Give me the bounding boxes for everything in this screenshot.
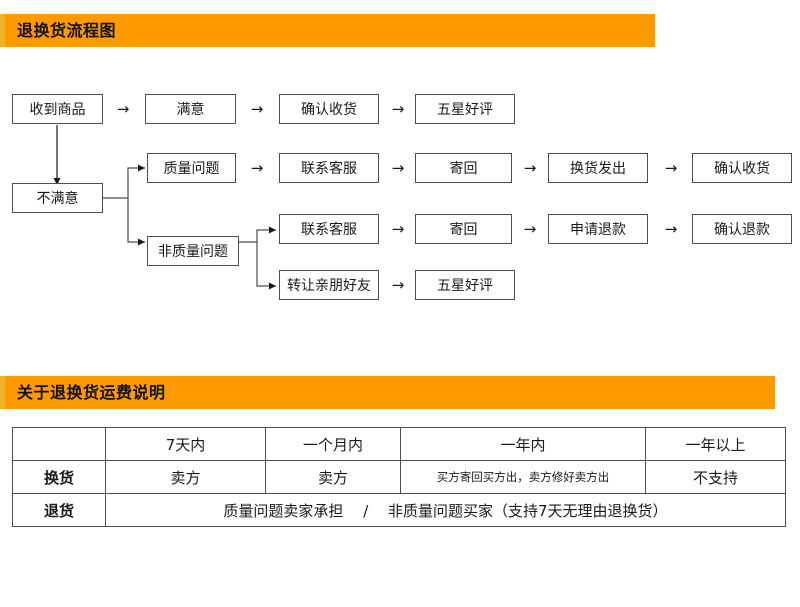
node-apply-refund-label: 申请退款 [570, 222, 626, 238]
node-confirm-receipt-1: 确认收货 [279, 94, 379, 124]
node-five-star-1-label: 五星好评 [437, 102, 493, 118]
node-apply-refund: 申请退款 [548, 214, 648, 244]
table-row-header: 7天内 一个月内 一年内 一年以上 [12, 427, 786, 461]
arrow-sendback-2-to-refund: → [523, 220, 537, 238]
node-satisfied-label: 满意 [176, 102, 205, 118]
cell-exchange-over1year: 不支持 [645, 460, 786, 494]
arrow-service-2-to-sendback-2: → [391, 220, 405, 238]
table-rowhead-exchange: 换货 [12, 460, 106, 494]
node-satisfied: 满意 [145, 94, 236, 124]
node-exchange-sent: 换货发出 [548, 153, 648, 183]
arrow-satisfied-to-confirm: → [250, 100, 264, 118]
node-contact-service-2: 联系客服 [279, 214, 379, 244]
cell-exchange-7days: 卖方 [105, 460, 266, 494]
node-five-star-2-label: 五星好评 [437, 278, 493, 294]
node-received: 收到商品 [12, 94, 103, 124]
node-quality-issue-label: 质量问题 [163, 161, 220, 177]
node-exchange-sent-label: 换货发出 [570, 161, 626, 177]
node-send-back-1: 寄回 [415, 153, 512, 183]
node-send-back-1-label: 寄回 [449, 161, 478, 177]
node-confirm-receipt-2-label: 确认收货 [714, 161, 770, 177]
table-row-exchange: 换货 卖方 卖方 买方寄回买方出，卖方修好卖方出 不支持 [12, 460, 786, 494]
node-confirm-receipt-1-label: 确认收货 [301, 102, 357, 118]
table-corner-cell [12, 427, 106, 461]
table-col-header-over1year: 一年以上 [645, 427, 786, 461]
node-confirm-receipt-2: 确认收货 [692, 153, 792, 183]
node-unsatisfied-label: 不满意 [36, 191, 79, 207]
arrow-exchange-to-confirm-2: → [664, 159, 678, 177]
arrow-confirm-to-five-star: → [391, 100, 405, 118]
table-col-header-1year: 一年内 [400, 427, 646, 461]
node-contact-service-2-label: 联系客服 [301, 222, 357, 238]
arrow-transfer-to-five-star-2: → [391, 276, 405, 294]
cell-exchange-1year: 买方寄回买方出，卖方修好卖方出 [400, 460, 646, 494]
arrow-service-to-sendback-1: → [391, 159, 405, 177]
cell-exchange-1month: 卖方 [265, 460, 401, 494]
flowchart-section-banner: 退换货流程图 [0, 14, 655, 47]
arrow-received-to-satisfied: → [116, 100, 130, 118]
table-row-return: 退货 质量问题卖家承担 / 非质量问题买家（支持7天无理由退换货） [12, 493, 786, 527]
arrow-refund-to-confirm-refund: → [664, 220, 678, 238]
node-transfer-friend: 转让亲朋好友 [279, 270, 379, 300]
table-col-header-7days: 7天内 [105, 427, 266, 461]
table-col-header-1month: 一个月内 [265, 427, 401, 461]
arrow-quality-to-service: → [250, 159, 264, 177]
node-confirm-refund-label: 确认退款 [714, 222, 770, 238]
node-non-quality-issue-label: 非质量问题 [158, 244, 228, 260]
node-send-back-2-label: 寄回 [449, 222, 478, 238]
fee-section-banner: 关于退换货运费说明 [0, 376, 775, 409]
returns-flowchart: 收到商品 → 满意 → 确认收货 → 五星好评 不满意 质量问题 → 联系客服 … [12, 94, 792, 300]
node-transfer-friend-label: 转让亲朋好友 [287, 278, 371, 294]
node-send-back-2: 寄回 [415, 214, 512, 244]
table-rowhead-return: 退货 [12, 493, 106, 527]
node-non-quality-issue: 非质量问题 [147, 236, 239, 266]
cell-return-policy: 质量问题卖家承担 / 非质量问题买家（支持7天无理由退换货） [105, 493, 786, 527]
node-contact-service-1-label: 联系客服 [301, 161, 357, 177]
flowchart-section-title: 退换货流程图 [17, 20, 117, 40]
node-confirm-refund: 确认退款 [692, 214, 792, 244]
node-quality-issue: 质量问题 [147, 153, 236, 183]
node-five-star-2: 五星好评 [415, 270, 515, 300]
fee-section-title: 关于退换货运费说明 [17, 382, 166, 402]
node-received-label: 收到商品 [29, 102, 86, 118]
arrow-sendback-to-exchange: → [523, 159, 537, 177]
node-five-star-1: 五星好评 [415, 94, 515, 124]
node-contact-service-1: 联系客服 [279, 153, 379, 183]
node-unsatisfied: 不满意 [12, 183, 103, 213]
shipping-fee-table: 7天内 一个月内 一年内 一年以上 换货 卖方 卖方 买方寄回买方出，卖方修好卖… [12, 427, 786, 527]
